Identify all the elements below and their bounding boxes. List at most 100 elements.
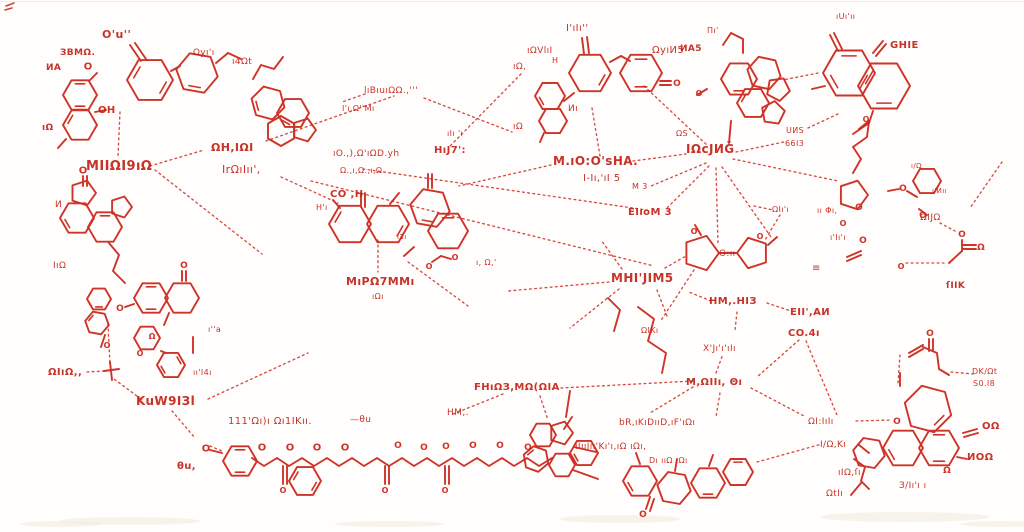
molecule-topmid-chromene	[534, 82, 575, 143]
double-bond	[176, 356, 182, 365]
structure-label: I-Iı,'ıI 5	[583, 173, 620, 184]
bond	[609, 55, 622, 63]
atom-label: O	[137, 349, 144, 358]
bond	[908, 344, 924, 354]
ring-bond	[534, 82, 566, 110]
atom-label: O	[280, 486, 287, 495]
ring-bond	[293, 117, 317, 143]
ring-bond	[839, 179, 869, 211]
ring-bond	[622, 465, 658, 497]
structure-label: ΩH,IΩI	[211, 141, 254, 154]
bond-chain	[209, 449, 223, 454]
bond	[163, 312, 170, 326]
structure-label: ΩI:IıIı	[808, 417, 834, 427]
structure-label: ΩtIı	[826, 489, 843, 499]
ring-bond	[746, 55, 782, 91]
ring-bond	[222, 445, 258, 477]
atom-label: O	[926, 329, 934, 339]
bond-chain	[637, 306, 667, 374]
double-bond	[64, 218, 71, 229]
structure-label: Dı ııΩ ıΩı	[649, 456, 688, 465]
bond	[57, 138, 67, 149]
double-bond	[421, 219, 434, 223]
molecule-bottom-anthracene-cluster: O	[522, 416, 754, 520]
structure-label: ıIı 'ı	[447, 129, 463, 138]
network-edge	[423, 97, 513, 133]
structure-label: ıIııIıı'Kı'ı,ıΩ ıΩı,	[575, 442, 647, 452]
double-bond	[538, 96, 545, 106]
network-edge	[362, 168, 648, 211]
bond	[572, 469, 599, 480]
network-edge	[656, 289, 668, 317]
structure-label: ı'Iı'ı	[830, 233, 846, 242]
atom-label: O	[79, 166, 88, 177]
bond-chain	[607, 297, 621, 332]
atom-label: O	[958, 230, 966, 240]
bond	[215, 52, 229, 64]
network-edge	[756, 443, 823, 463]
network-edge	[950, 371, 974, 375]
bond	[431, 255, 442, 263]
ring-bond	[548, 452, 576, 478]
ring-bond	[857, 62, 911, 110]
ring-bond	[569, 439, 599, 467]
atom-label: O	[469, 441, 477, 451]
ring-bond	[722, 458, 754, 486]
atom-label: Ω	[149, 332, 156, 341]
structure-label: HM,.	[447, 408, 469, 418]
network-edge	[664, 255, 687, 269]
atom-label: O	[696, 89, 703, 98]
structure-label: I/Ω,Kı	[820, 440, 846, 450]
bond	[539, 132, 545, 143]
bond	[440, 255, 452, 260]
structure-label: OΩ	[982, 421, 1000, 432]
ring-bond	[111, 195, 133, 219]
network-edge	[591, 107, 601, 157]
structure-label: ıΩVlıI	[527, 46, 553, 56]
network-edge	[897, 354, 901, 384]
ring-bond	[690, 467, 726, 499]
structure-label: И	[55, 200, 62, 210]
structure-label: ı/Ω	[911, 162, 922, 170]
network-edge	[721, 166, 772, 238]
structure-label: ſIIK	[946, 281, 966, 291]
structure-label: M.ıO:O'sHA.	[553, 154, 638, 168]
ring-bond	[903, 384, 953, 434]
bond	[565, 390, 571, 418]
ring-bond	[761, 100, 786, 125]
ring-bond	[126, 59, 174, 101]
structure-label: ı, Ω,'	[476, 258, 497, 267]
network-edge	[659, 269, 695, 323]
structure-label: EII',AИ	[790, 307, 830, 318]
paper-smudge	[560, 515, 680, 523]
structure-label: DK/Ωt	[972, 367, 997, 376]
structure-label: GHIE	[890, 40, 919, 51]
paper-smudge	[960, 521, 1024, 527]
network-edge	[766, 302, 792, 312]
bond-chain	[853, 458, 870, 490]
atom-label: O	[899, 184, 907, 194]
ring-bond	[288, 466, 322, 496]
atom-label: O	[116, 304, 124, 314]
ring-bond	[766, 77, 791, 102]
bond	[94, 109, 107, 113]
double-bond	[526, 449, 535, 456]
structure-label: MıPΩ7MMı	[346, 275, 415, 288]
structure-label: FHıΩЗ,MΩ(ΩIA	[474, 382, 560, 393]
structure-label: CO ,H	[330, 189, 364, 200]
atom-label: O	[919, 211, 927, 221]
double-bond	[67, 114, 74, 125]
atom-label: O	[452, 253, 459, 262]
bond	[635, 452, 641, 465]
atom-label: O	[691, 227, 698, 236]
ring-bond	[59, 202, 95, 234]
structure-label: ΩIıΩ,,	[48, 367, 82, 378]
double-bond	[334, 211, 342, 223]
molecule-topleft-enone-pair	[126, 42, 242, 101]
structure-label: H'ı	[316, 203, 328, 212]
ring-bond	[409, 188, 451, 228]
network-edge	[665, 165, 710, 210]
ring-bond	[86, 287, 112, 311]
atom-label: Ω	[943, 466, 951, 476]
